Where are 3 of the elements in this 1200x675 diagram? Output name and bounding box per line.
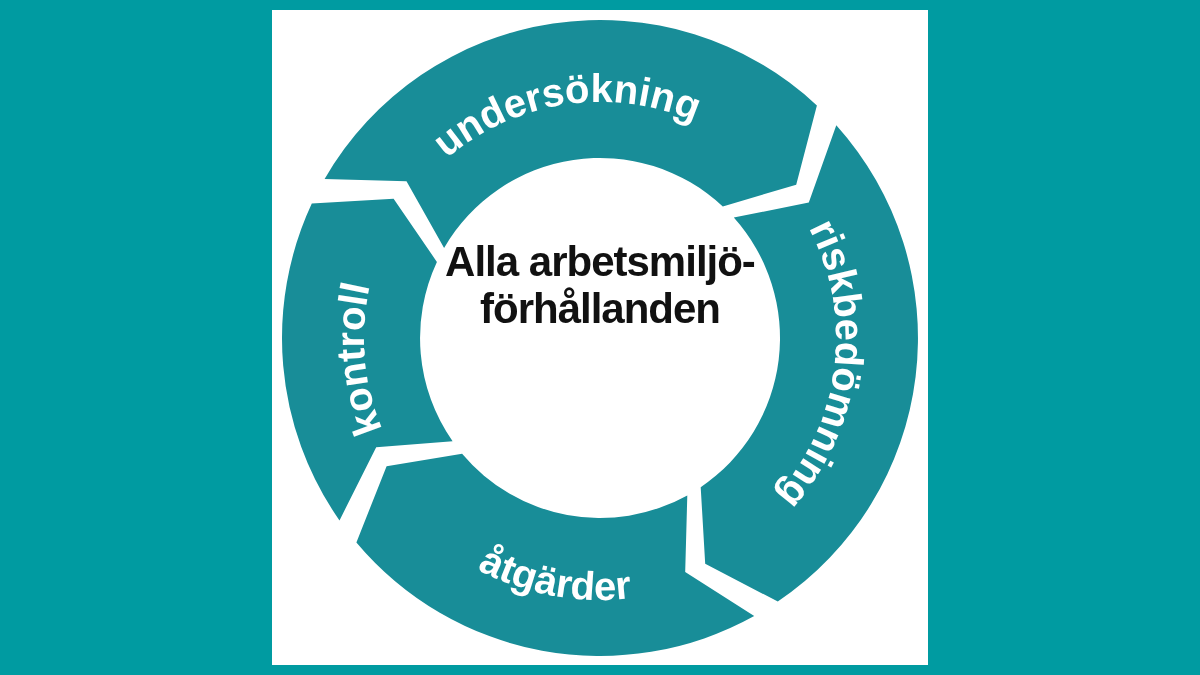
- segment-label: åtgärder: [473, 537, 633, 609]
- cycle-arrow-segment: [356, 453, 755, 656]
- center-text: Alla arbetsmiljö- förhållanden: [440, 238, 760, 333]
